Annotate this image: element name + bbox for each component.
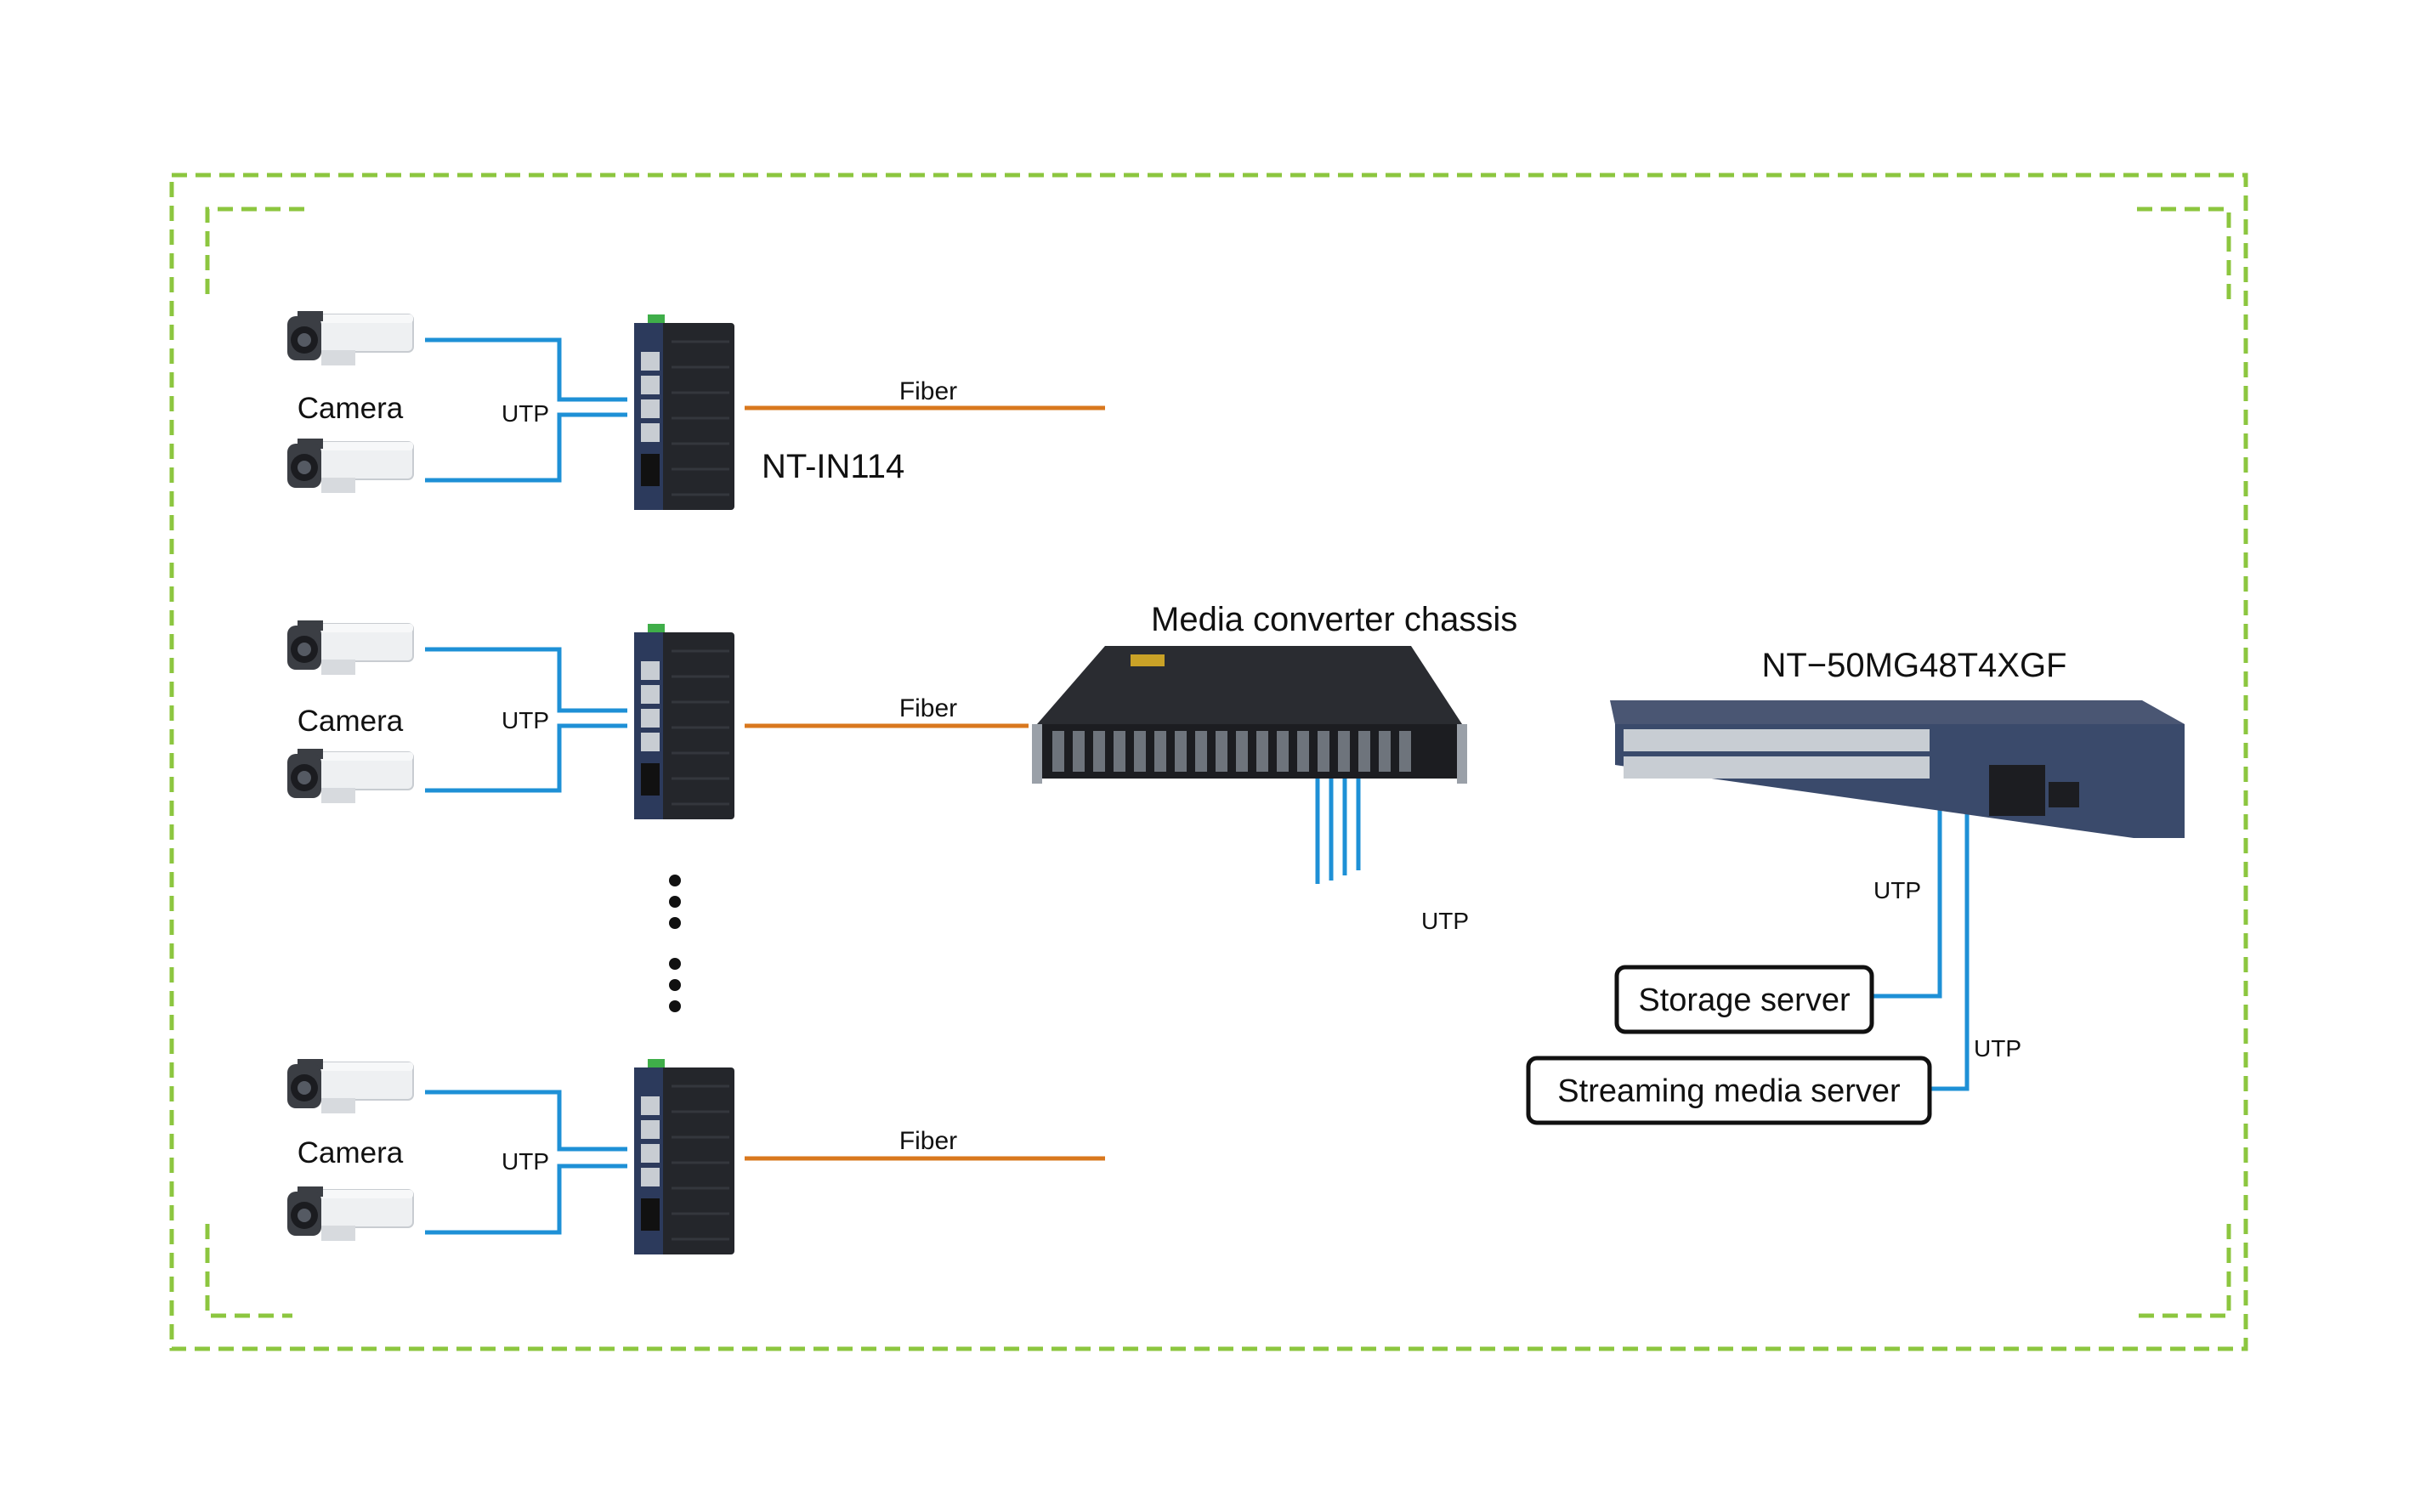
chassis-label: Media converter chassis	[1151, 601, 1517, 638]
industrial-switch-icon	[632, 1057, 736, 1256]
switch-model-label: NT-IN114	[762, 448, 904, 485]
bullet-camera-icon	[286, 748, 414, 804]
utp-label-3: UTP	[502, 1148, 549, 1175]
utp-label-1: UTP	[502, 400, 549, 427]
utp-label-chassis: UTP	[1421, 908, 1469, 934]
fiber-labels: Fiber Fiber Fiber	[899, 377, 957, 1155]
storage-server-label: Storage server	[1638, 983, 1851, 1018]
media-converter-chassis-icon	[1032, 646, 1467, 784]
storage-server-box: Storage server	[1614, 965, 1874, 1034]
rack-switch-icon	[1610, 700, 2185, 838]
fiber-label-3: Fiber	[899, 1127, 957, 1155]
bullet-camera-icon	[286, 1186, 414, 1242]
industrial-switch-icon	[632, 313, 736, 512]
camera-utp-links	[425, 337, 627, 1235]
core-switch-model-label: NT−50MG48T4XGF	[1761, 647, 2066, 684]
utp-label-2: UTP	[502, 707, 549, 733]
outer-dashed-frame	[169, 173, 2248, 1351]
ellipsis-dots-icon	[669, 875, 681, 1012]
utp-label-storage: UTP	[1873, 877, 1921, 903]
bullet-camera-icon	[286, 1058, 414, 1114]
corner-brackets	[205, 207, 2231, 1318]
bullet-camera-icon	[286, 438, 414, 494]
fiber-label-1: Fiber	[899, 377, 957, 405]
camera-labels: Camera Camera Camera	[298, 392, 404, 1169]
fiber-label-2: Fiber	[899, 694, 957, 722]
utp-labels: UTP UTP UTP UTP UTP UTP	[502, 400, 2021, 1175]
server-utp-links	[1873, 799, 1970, 1091]
camera-label-3: Camera	[298, 1136, 404, 1169]
camera-label-1: Camera	[298, 392, 404, 425]
utp-label-streaming: UTP	[1974, 1035, 2021, 1062]
streaming-server-box: Streaming media server	[1526, 1056, 1932, 1125]
bullet-camera-icon	[286, 310, 414, 366]
fiber-links	[745, 405, 1105, 1161]
bullet-camera-icon	[286, 620, 414, 676]
streaming-server-label: Streaming media server	[1557, 1073, 1901, 1109]
industrial-switch-icon	[632, 622, 736, 821]
camera-label-2: Camera	[298, 705, 404, 738]
